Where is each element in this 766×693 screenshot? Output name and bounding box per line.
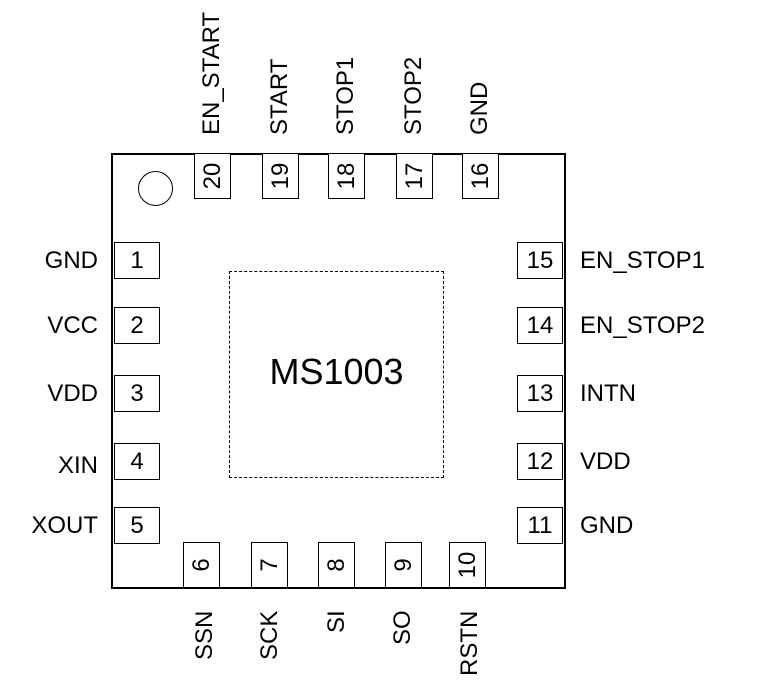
pin1-indicator-circle	[138, 171, 173, 206]
pin-3-number: 3	[130, 380, 144, 407]
pin-18-number: 18	[332, 162, 360, 190]
pin-9-number: 9	[389, 558, 417, 572]
pin-2-number: 2	[130, 312, 144, 339]
pin-14-pad: 14	[517, 307, 563, 344]
pin-9-pad: 9	[385, 542, 422, 588]
pin-7-number: 7	[255, 558, 283, 572]
pin-18-label: STOP1	[332, 56, 359, 135]
pin-10-pad: 10	[449, 542, 486, 588]
pin-17-label: STOP2	[400, 56, 427, 135]
chip-part-number: MS1003	[269, 351, 404, 392]
pin-17-number: 17	[400, 162, 428, 190]
pin-12-label: VDD	[580, 448, 631, 475]
pin-3-label: VDD	[47, 380, 98, 407]
pin-2-label: VCC	[47, 312, 98, 339]
pin-9-label: SO	[389, 610, 416, 645]
pin-4-label: XIN	[57, 452, 98, 479]
pin-14-label: EN_STOP2	[580, 312, 705, 339]
pin-8-number: 8	[322, 558, 350, 572]
pin-4-pad: 4	[114, 443, 160, 480]
pin-13-label: INTN	[580, 380, 636, 407]
pin-10-number: 10	[453, 551, 481, 579]
pin-2-pad: 2	[114, 307, 160, 344]
pin-19-label: START	[266, 58, 293, 135]
pin-7-pad: 7	[251, 542, 288, 588]
pin-20-number: 20	[198, 162, 226, 190]
pin-16-pad: 16	[462, 153, 499, 199]
pin-13-pad: 13	[517, 375, 563, 412]
pin-1-label: GND	[44, 247, 98, 274]
pin-1-pad: 1	[114, 242, 160, 279]
pin-8-label: SI	[323, 610, 350, 633]
pin-17-pad: 17	[396, 153, 433, 199]
pin-11-pad: 11	[517, 507, 563, 544]
pin-16-number: 16	[466, 162, 494, 190]
pin-5-number: 5	[130, 512, 144, 539]
pin-7-label: SCK	[256, 610, 283, 660]
die-area-outline	[229, 271, 444, 478]
pin-20-pad: 20	[194, 153, 231, 199]
pin-4-number: 4	[130, 448, 144, 475]
pin-15-pad: 15	[517, 242, 563, 279]
pin-1-number: 1	[130, 247, 144, 274]
pin-8-pad: 8	[318, 542, 355, 588]
pin-10-label: RSTN	[456, 610, 483, 676]
pin-3-pad: 3	[114, 375, 160, 412]
pin-18-pad: 18	[328, 153, 365, 199]
pin-16-label: GND	[466, 81, 493, 135]
pin-5-label: XOUT	[31, 512, 98, 539]
pin-12-pad: 12	[517, 443, 563, 480]
pin-6-number: 6	[187, 558, 215, 572]
pin-11-label: GND	[580, 512, 634, 539]
pin-11-number: 11	[527, 512, 553, 539]
ic-package-body	[111, 153, 566, 589]
pin-6-label: SSN	[191, 610, 218, 660]
pin-6-pad: 6	[183, 542, 220, 588]
pin-14-number: 14	[526, 312, 554, 339]
pin-12-number: 12	[526, 448, 554, 475]
pin-15-number: 15	[526, 247, 554, 274]
pin-5-pad: 5	[114, 507, 160, 544]
pin-20-label: EN_START	[198, 11, 225, 135]
pin-19-pad: 19	[262, 153, 299, 199]
pin-19-number: 19	[266, 162, 294, 190]
pin-15-label: EN_STOP1	[580, 247, 705, 274]
pin-13-number: 13	[526, 380, 554, 407]
